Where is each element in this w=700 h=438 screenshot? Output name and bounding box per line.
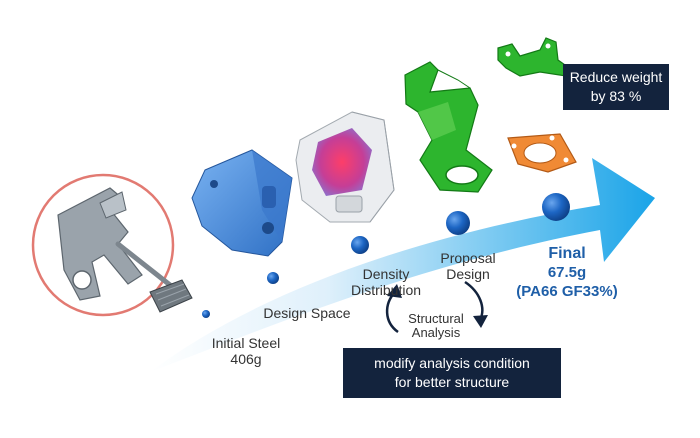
final-plate-part <box>507 133 577 173</box>
initial-steel-label: Initial Steel 406g <box>211 335 281 367</box>
stage-dot-final <box>542 193 570 221</box>
stage-dot-proposal-design <box>446 211 470 235</box>
final-bracket-part <box>497 37 573 77</box>
stage-dot-density-distribution <box>351 236 369 254</box>
stage-dot-initial-steel <box>202 310 210 318</box>
proposal-design-part <box>404 61 493 193</box>
structural-analysis-label: Structural Analysis <box>408 311 464 340</box>
modify-condition-box: modify analysis condition for better str… <box>343 348 561 398</box>
stage-dot-design-space <box>267 272 279 284</box>
density-distribution-part <box>295 111 395 223</box>
proposal-design-label: Proposal Design <box>440 250 496 282</box>
reduce-weight-box: Reduce weight by 83 % <box>563 64 669 110</box>
design-space-part <box>191 149 293 257</box>
density-distribution-label: Density Distribution <box>350 266 422 298</box>
feedback-loop-arrows <box>385 280 488 334</box>
design-space-label: Design Space <box>263 305 351 321</box>
initial-steel-part <box>31 173 193 317</box>
final-label: Final 67.5g (PA66 GF33%) <box>516 245 618 300</box>
progress-arrow <box>150 158 655 372</box>
